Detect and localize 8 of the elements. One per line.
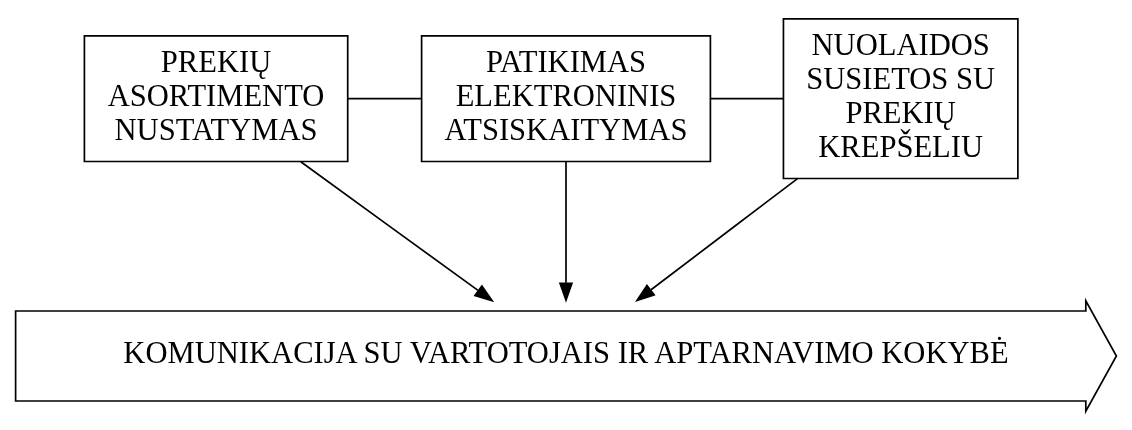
arrow bbox=[558, 160, 574, 303]
arrow bbox=[634, 177, 799, 302]
node-box: NUOLAIDOS SUSIETOS SU PREKIŲ KREPŠELIU bbox=[782, 17, 1019, 180]
connector bbox=[709, 97, 785, 100]
node-box: PATIKIMAS ELEKTRONINIS ATSISKAITYMAS bbox=[420, 34, 712, 163]
connector bbox=[347, 97, 423, 100]
arrow bbox=[299, 160, 495, 303]
node-box: PREKIŲ ASORTIMENTO NUSTATYMAS bbox=[83, 34, 349, 163]
